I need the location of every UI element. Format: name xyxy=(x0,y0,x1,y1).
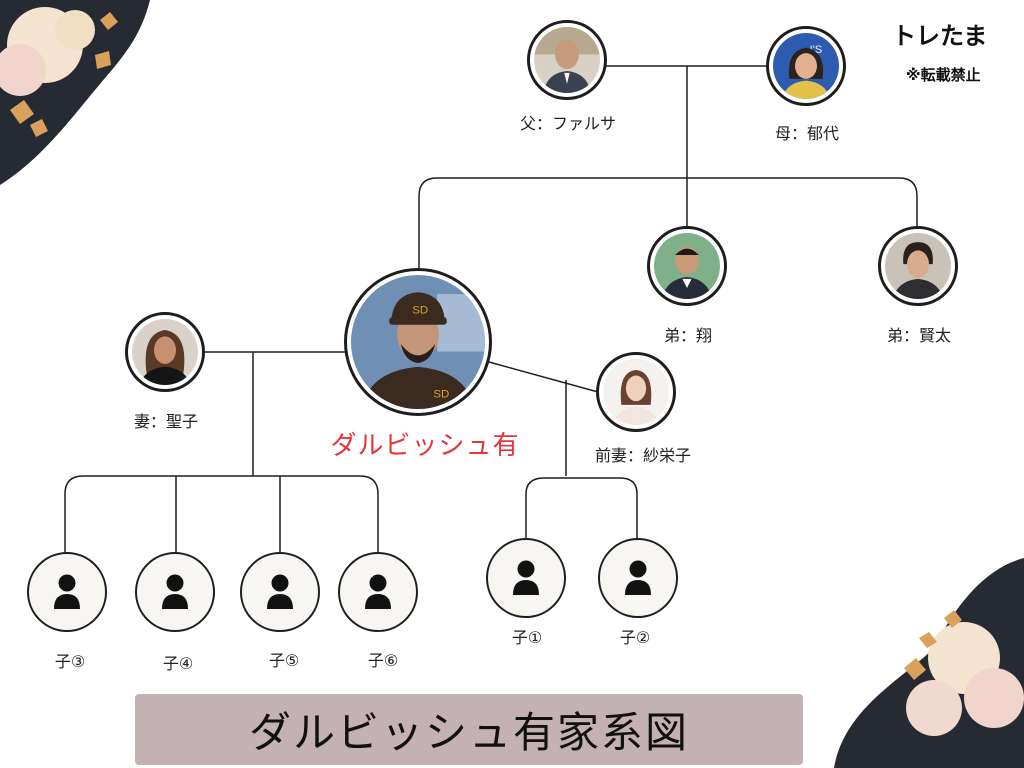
mother-label: 母：郁代 xyxy=(774,124,840,143)
svg-text:SD: SD xyxy=(412,304,428,316)
child-2-label: 子② xyxy=(619,628,651,647)
ex-wife-label: 前妻：紗栄子 xyxy=(594,446,692,465)
wife-label: 妻：聖子 xyxy=(133,412,199,431)
top-left-floral-decoration xyxy=(0,0,150,185)
brother-sho-label: 弟：翔 xyxy=(663,326,713,345)
father-photo xyxy=(527,20,607,100)
child-1-icon xyxy=(486,538,566,618)
person-silhouette-icon xyxy=(162,574,188,609)
reproduction-notice: ※転載禁止 xyxy=(906,66,981,84)
svg-text:SD: SD xyxy=(433,389,449,401)
ex-wife-photo xyxy=(596,352,676,432)
child-6-icon xyxy=(338,552,418,632)
brother-kenta-photo xyxy=(878,226,958,306)
main-person-photo: SD SD xyxy=(344,268,492,416)
brother-kenta-label: 弟：賢太 xyxy=(886,326,952,345)
child-6-label: 子⑥ xyxy=(367,651,399,670)
child-4-icon xyxy=(135,552,215,632)
main-person-label: ダルビッシュ有 xyxy=(330,431,520,461)
child-3-label: 子③ xyxy=(54,652,86,671)
child-4-label: 子④ xyxy=(162,654,194,673)
brand-logo-text: トレたま xyxy=(892,22,988,50)
father-label: 父：ファルサ xyxy=(519,114,617,133)
diagram-title-banner: ダルビッシュ有家系図 xyxy=(135,694,803,765)
person-silhouette-icon xyxy=(625,560,651,595)
child-3-icon xyxy=(27,552,107,632)
child-1-label: 子① xyxy=(511,628,543,647)
mother-photo: I'S xyxy=(766,26,846,106)
person-silhouette-icon xyxy=(267,574,293,609)
wife-photo xyxy=(125,312,205,392)
child-5-label: 子⑤ xyxy=(268,651,300,670)
brother-sho-photo xyxy=(647,226,727,306)
person-silhouette-icon xyxy=(54,574,80,609)
person-silhouette-icon xyxy=(365,574,391,609)
bottom-right-floral-decoration xyxy=(834,558,1024,768)
child-5-icon xyxy=(240,552,320,632)
child-2-icon xyxy=(598,538,678,618)
diagram-title: ダルビッシュ有家系図 xyxy=(248,708,689,757)
person-silhouette-icon xyxy=(513,560,539,595)
